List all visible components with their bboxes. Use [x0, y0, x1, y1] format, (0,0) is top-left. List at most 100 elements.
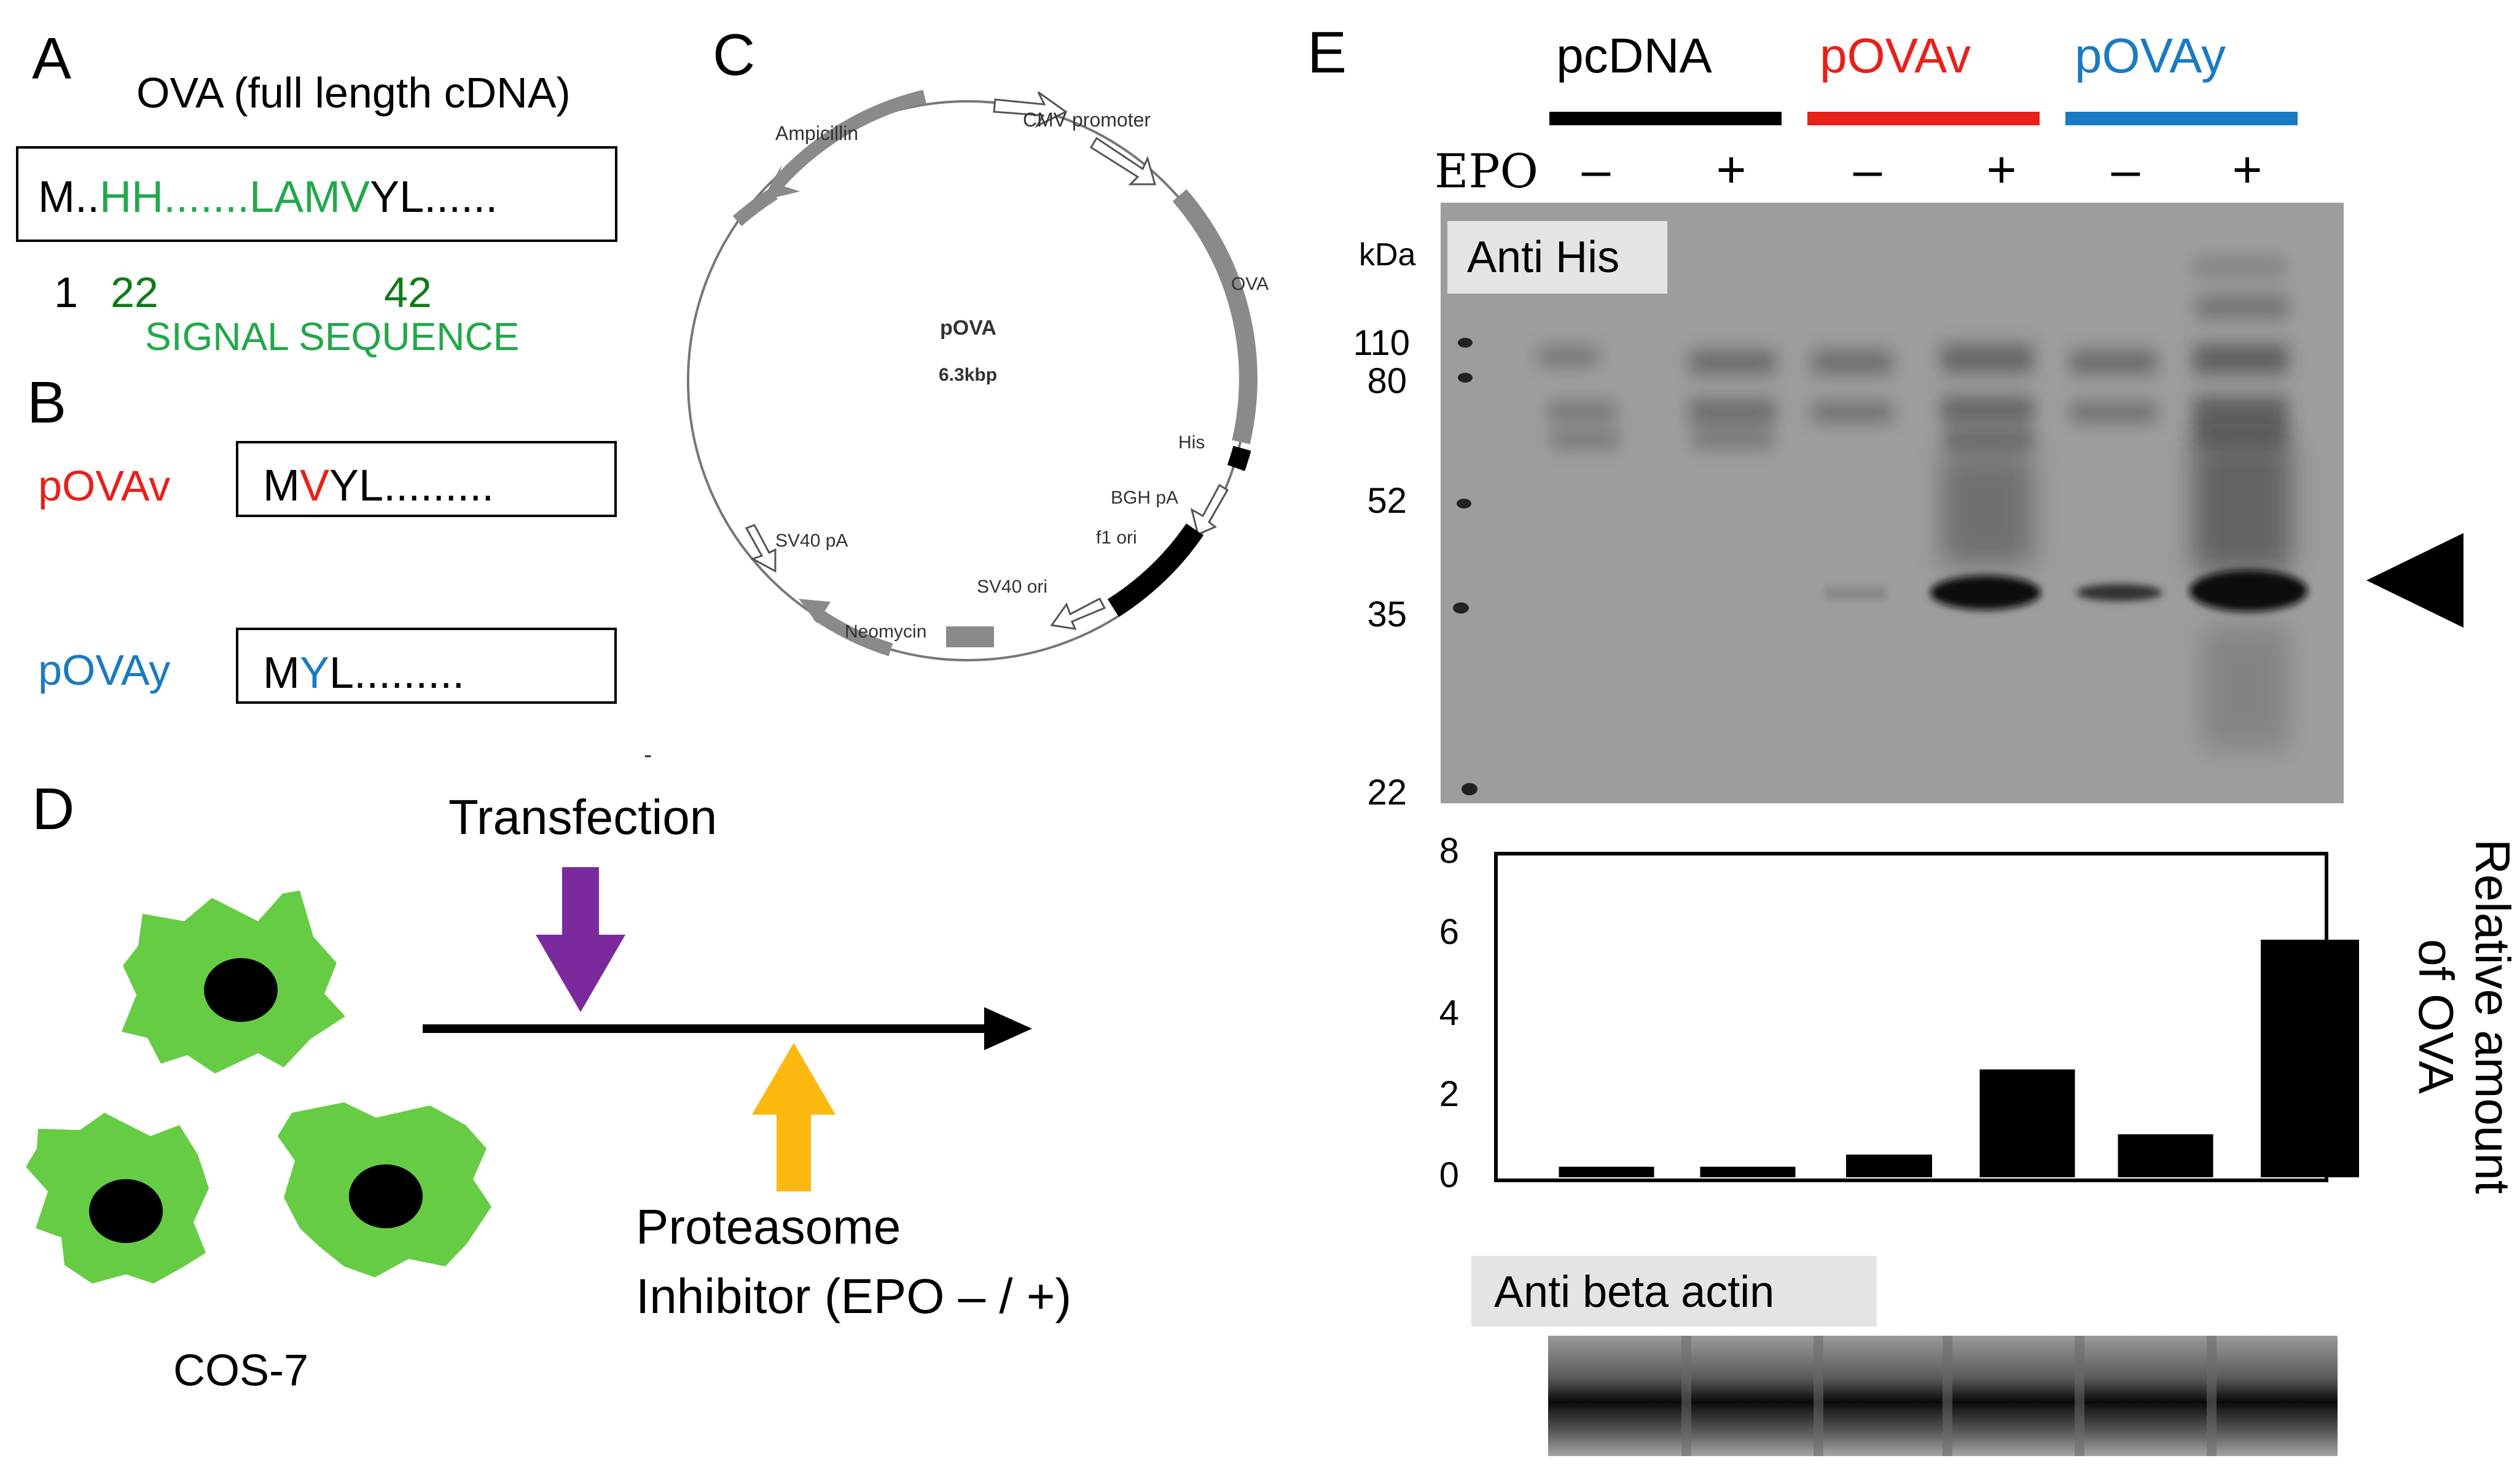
panel-d: D Transfection COS-7 Proteasome Inhibito…	[26, 776, 1071, 1395]
cos7-nucleus-3	[349, 1164, 423, 1228]
ladder-dot-22	[1462, 783, 1477, 795]
epo-sign-5: –	[2111, 141, 2140, 198]
panel-c: C pOVA 6.3kbp Ampicillin CMV promoter OV…	[644, 22, 1269, 768]
y-tick-label: 4	[1439, 993, 1459, 1033]
ova-sequence-box	[16, 146, 617, 242]
bgh-pa-label: BGH pA	[1111, 488, 1178, 508]
marker-110: 110	[1353, 323, 1410, 363]
epo-sign-2: +	[1716, 141, 1746, 198]
inhibitor-label-line2: Inhibitor (EPO – / +)	[636, 1269, 1071, 1323]
bar-5	[2118, 1134, 2213, 1177]
ova-sequence: M..HH.......LAMVYL......	[38, 173, 498, 222]
cos7-label: COS-7	[173, 1346, 308, 1395]
marker-35: 35	[1367, 594, 1407, 634]
sv40-ori-label: SV40 ori	[977, 577, 1047, 597]
ampicillin-tail	[732, 187, 778, 227]
povay-label: pOVAy	[38, 646, 170, 694]
epo-sign-1: –	[1582, 141, 1611, 198]
seq-part-1: M..	[38, 173, 100, 222]
y-axis-label-line2: of OVA	[2409, 939, 2463, 1094]
epo-label: EPO	[1434, 144, 1538, 198]
marker-22: 22	[1367, 773, 1407, 812]
ladder-dot-80	[1458, 373, 1473, 383]
cmv-promoter-label: CMV promoter	[1023, 109, 1151, 131]
panel-c-label: C	[713, 22, 755, 88]
ampicillin-label: Ampicillin	[775, 122, 858, 144]
bar-6	[2261, 940, 2359, 1177]
group-label-povav: pOVAv	[1820, 28, 1971, 83]
seq-part-tail: YL......	[370, 173, 498, 222]
marker-80: 80	[1367, 361, 1407, 401]
neomycin-block	[946, 626, 994, 647]
anti-beta-actin-blot: Anti beta actin	[1471, 1256, 2338, 1456]
group-bar-povay	[2065, 112, 2298, 125]
povav-sequence: MVYL.........	[263, 461, 494, 510]
seq-part-hh: HH	[100, 173, 163, 222]
y-axis-label: Relative amountof OVA	[2409, 839, 2520, 1194]
panel-d-label: D	[32, 776, 74, 842]
stray-mark: -	[644, 741, 652, 768]
sv40-pa-feature	[745, 524, 777, 573]
bgh-pa-feature	[1190, 483, 1229, 536]
povay-seq-tail: L.........	[329, 649, 464, 698]
ova-feature	[1172, 189, 1258, 445]
povav-label: pOVAv	[38, 462, 170, 510]
group-bar-povav	[1807, 112, 2040, 125]
y-tick-label: 8	[1439, 831, 1459, 871]
y-tick-label: 6	[1439, 912, 1459, 952]
cos7-nucleus-2	[89, 1179, 163, 1243]
neomycin-feature	[813, 608, 893, 657]
bar-1	[1559, 1166, 1654, 1177]
y-tick-label: 0	[1439, 1155, 1459, 1195]
neomycin-arrowhead	[799, 599, 831, 623]
cos7-nucleus-1	[204, 958, 278, 1022]
actin-label: Anti beta actin	[1494, 1268, 1774, 1317]
timeline-arrowhead	[984, 1007, 1032, 1050]
ova-quantification-chart: 0 2 4 6 8 Relative amountof OVA	[1439, 831, 2520, 1195]
seq-part-dots: .......	[163, 173, 249, 222]
povay-sequence: MYL.........	[263, 649, 464, 698]
ova-band-arrowhead	[2366, 533, 2463, 628]
position-22: 22	[111, 268, 158, 316]
bar-2	[1700, 1166, 1796, 1177]
position-1: 1	[54, 268, 78, 316]
panel-b-label: B	[27, 370, 66, 435]
background-bands	[1539, 258, 2288, 451]
povav-seq-v: V	[300, 461, 329, 510]
plasmid-size: 6.3kbp	[939, 365, 997, 385]
sv40-ori-feature	[1050, 597, 1106, 630]
kda-label: kDa	[1359, 237, 1416, 273]
y-tick-label: 2	[1439, 1074, 1459, 1114]
actin-lane-gap	[1943, 1336, 1952, 1456]
actin-lane-gap	[1814, 1336, 1823, 1456]
actin-label-box	[1471, 1256, 1877, 1327]
povay-sequence-box	[236, 628, 617, 704]
panel-a: A OVA (full length cDNA) M..HH.......LAM…	[16, 26, 617, 359]
ladder-dot-35	[1453, 602, 1469, 614]
signal-sequence-label: SIGNAL SEQUENCE	[145, 314, 519, 359]
povav-seq-m: M	[263, 461, 300, 510]
anti-his-label: Anti His	[1467, 233, 1619, 282]
actin-lane-gap	[1681, 1336, 1691, 1456]
sv40-pa-label: SV40 pA	[775, 531, 848, 551]
inhibitor-label-line1: Proteasome	[636, 1199, 901, 1254]
group-bar-pcdna	[1549, 112, 1782, 125]
epo-sign-6: +	[2232, 141, 2262, 198]
his-tag-label: His	[1178, 432, 1205, 453]
panel-a-label: A	[32, 26, 71, 92]
transfection-label: Transfection	[448, 790, 717, 844]
panel-b: B pOVAv MVYL......... pOVAy MYL.........	[27, 370, 617, 704]
panel-e: E pcDNA pOVAv pOVAy EPO – + – + – +	[1307, 20, 2520, 1456]
seq-part-lamv: LAMV	[249, 173, 370, 222]
cmv-promoter-arrow	[1089, 136, 1156, 185]
ladder-dot-110	[1458, 338, 1473, 348]
anti-his-label-box	[1447, 221, 1667, 294]
lane-smears	[1941, 442, 2291, 749]
f1-ori-label: f1 ori	[1096, 528, 1137, 548]
y-axis-ticks: 0 2 4 6 8	[1439, 831, 1459, 1195]
ova-feature-label: OVA	[1231, 274, 1269, 294]
cmv-promoter-feature	[993, 91, 1068, 128]
povav-seq-tail: YL.........	[329, 461, 494, 510]
marker-52: 52	[1367, 481, 1407, 521]
